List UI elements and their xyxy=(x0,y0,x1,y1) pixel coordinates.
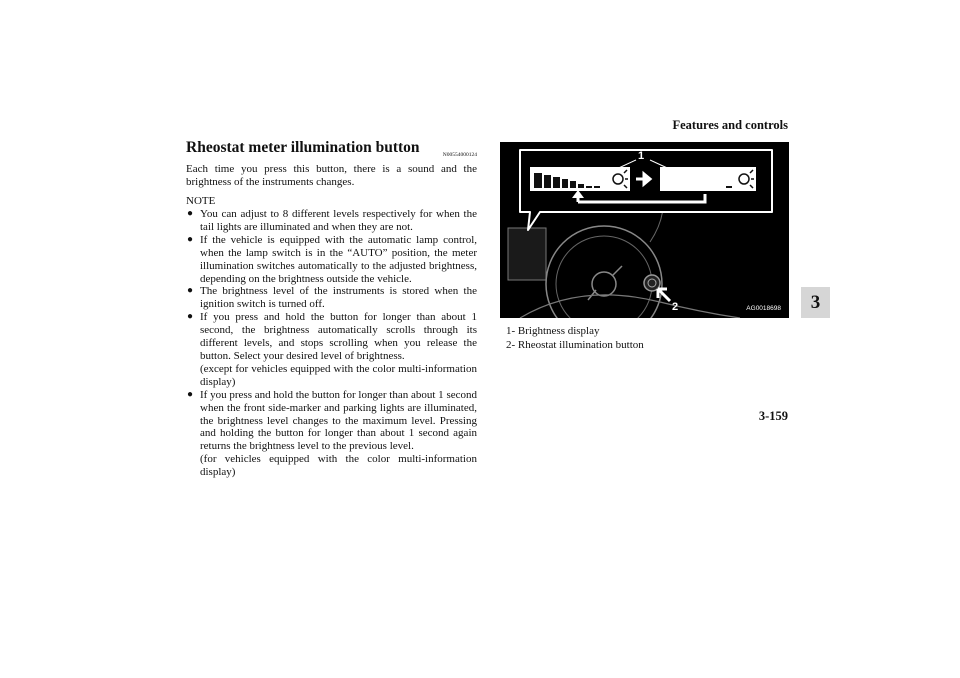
page-number: 3-159 xyxy=(758,409,788,423)
figure-illustration: 1 2 AG0018698 xyxy=(500,142,789,318)
bullet-icon: ● xyxy=(187,388,194,400)
section-code: N00554000124 xyxy=(442,152,477,158)
note-text: You can adjust to 8 different levels res… xyxy=(200,208,477,233)
note-item: ● If you press and hold the button for lo… xyxy=(186,311,477,388)
note-text: If you press and hold the button for lon… xyxy=(200,388,477,453)
intro-paragraph: Each time you press this button, there i… xyxy=(186,163,477,188)
figure-code: AG0018698 xyxy=(746,305,781,312)
legend-item: 1- Brightness display xyxy=(506,325,600,337)
figure-legend: 1- Brightness display 2- Rheostat illumi… xyxy=(506,325,644,352)
note-label: NOTE xyxy=(186,195,216,207)
bullet-icon: ● xyxy=(187,311,194,323)
light-bulb-icon xyxy=(738,169,754,189)
bullet-icon: ● xyxy=(187,285,194,297)
callout-1-label: 1 xyxy=(638,150,644,162)
arrow-right-icon xyxy=(636,170,653,188)
section-header: Features and controls xyxy=(672,118,788,132)
arrow-up-icon xyxy=(572,190,584,198)
legend-item: 2- Rheostat illumination button xyxy=(506,338,644,351)
bullet-icon: ● xyxy=(187,208,194,219)
note-item: ● If the vehicle is equipped with the aut… xyxy=(186,234,477,286)
note-text: If the vehicle is equipped with the auto… xyxy=(200,233,477,285)
instrument-cluster-illustration: 1 2 xyxy=(500,142,789,318)
note-item: ● The brightness level of the instruments… xyxy=(186,285,477,311)
note-item: ● You can adjust to 8 different levels re… xyxy=(186,208,477,234)
light-bulb-icon xyxy=(612,169,628,189)
callout-2-label: 2 xyxy=(672,301,678,313)
note-item: ● If you press and hold the button for lo… xyxy=(186,389,477,479)
note-subtext: (except for vehicles equipped with the c… xyxy=(200,362,477,388)
note-text: If you press and hold the button for lon… xyxy=(200,311,477,362)
note-text: The brightness level of the instruments … xyxy=(200,285,477,311)
bullet-icon: ● xyxy=(187,233,194,245)
note-subtext: (for vehicles equipped with the color mu… xyxy=(200,453,477,479)
note-list: ● You can adjust to 8 different levels re… xyxy=(186,208,477,479)
callout-arrow-icon xyxy=(656,287,672,303)
chapter-tab: 3 xyxy=(801,287,830,318)
section-title: Rheostat meter illumination button xyxy=(186,139,420,156)
rheostat-button-icon xyxy=(643,274,661,292)
brightness-display-after xyxy=(660,167,756,191)
